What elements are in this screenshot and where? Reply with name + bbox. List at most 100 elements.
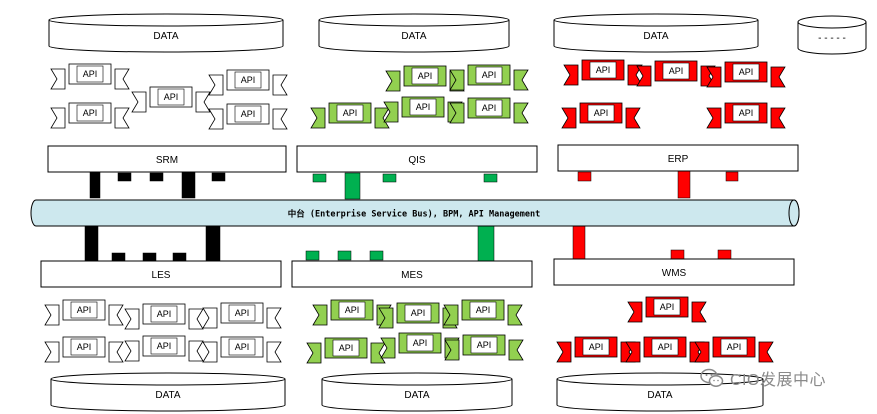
connector-les-2 xyxy=(111,252,126,262)
connector-erp-1 xyxy=(577,171,592,182)
api-label: API xyxy=(235,308,250,318)
db-srm-label: DATA xyxy=(153,31,179,42)
api-qis-4: API xyxy=(383,96,463,123)
system-qis-label: QIS xyxy=(408,155,426,166)
api-erp-4: API xyxy=(561,102,641,129)
db-les-label: DATA xyxy=(155,390,181,401)
api-label: API xyxy=(416,102,431,112)
api-label: API xyxy=(596,65,611,75)
api-mes-3: API xyxy=(443,299,523,326)
db-mes-label: DATA xyxy=(404,390,430,401)
api-label: API xyxy=(669,66,684,76)
system-layer: SRM QIS ERP LES MES WMS xyxy=(40,144,799,288)
api-label: API xyxy=(476,305,491,315)
connector-wms-3 xyxy=(717,249,732,260)
bus-layer: 中台 (Enterprise Service Bus), BPM, API Ma… xyxy=(30,199,800,227)
api-les-5: API xyxy=(202,302,282,329)
api-label: API xyxy=(589,342,604,352)
system-les[interactable]: LES xyxy=(40,260,282,288)
connector-layer xyxy=(84,170,739,263)
system-qis[interactable]: QIS xyxy=(296,145,538,173)
system-erp-label: ERP xyxy=(668,154,689,165)
api-label: API xyxy=(157,341,172,351)
system-mes-label: MES xyxy=(401,270,423,281)
db-mes: DATA xyxy=(321,372,513,412)
enterprise-service-bus: 中台 (Enterprise Service Bus), BPM, API Ma… xyxy=(30,199,800,227)
connector-qis-4 xyxy=(483,173,498,183)
system-mes[interactable]: MES xyxy=(291,260,533,288)
connector-mes-3 xyxy=(369,250,384,261)
api-erp-3: API xyxy=(706,61,786,88)
api-label: API xyxy=(482,103,497,113)
connector-qis-1 xyxy=(312,173,327,183)
watermark-text: CIO发展中心 xyxy=(730,372,826,389)
connector-les-1 xyxy=(84,224,99,262)
api-erp-1: API xyxy=(563,59,643,86)
connector-mes-1 xyxy=(305,250,320,261)
system-srm[interactable]: SRM xyxy=(47,145,287,173)
api-label: API xyxy=(660,302,675,312)
api-les-2: API xyxy=(44,336,124,363)
connector-les-5 xyxy=(205,224,221,262)
api-label: API xyxy=(418,71,433,81)
api-layer: API API API API API API API API API API API API API A… xyxy=(44,59,786,364)
api-mes-2: API xyxy=(378,302,458,329)
connector-les-4 xyxy=(172,252,187,262)
api-les-4: API xyxy=(124,335,204,362)
api-label: API xyxy=(77,342,92,352)
db-placeholder: - - - - - xyxy=(797,15,867,55)
connector-srm-1 xyxy=(89,171,101,199)
system-wms-label: WMS xyxy=(662,268,687,279)
connector-wms-1 xyxy=(572,224,586,260)
db-erp: DATA xyxy=(553,13,759,53)
api-label: API xyxy=(477,340,492,350)
db-qis: DATA xyxy=(318,13,510,53)
api-label: API xyxy=(594,108,609,118)
connector-srm-2 xyxy=(117,172,132,182)
api-srm-1: API xyxy=(50,63,130,90)
connector-srm-3 xyxy=(149,172,164,182)
connector-les-3 xyxy=(142,252,157,262)
api-qis-1: API xyxy=(310,102,390,129)
api-label: API xyxy=(727,342,742,352)
system-wms[interactable]: WMS xyxy=(553,258,795,286)
api-label: API xyxy=(343,108,358,118)
connector-wms-2 xyxy=(670,249,685,260)
api-label: API xyxy=(77,305,92,315)
bus-label: 中台 (Enterprise Service Bus), BPM, API Ma… xyxy=(288,209,540,220)
api-qis-3: API xyxy=(449,64,529,91)
database-layer: DATA DATA DATA - - - - - DATA DATA DATA xyxy=(48,13,867,412)
api-label: API xyxy=(482,70,497,80)
api-qis-5: API xyxy=(449,97,529,124)
api-wms-4: API xyxy=(694,336,774,363)
api-les-6: API xyxy=(202,336,282,363)
api-label: API xyxy=(739,108,754,118)
db-wms-label: DATA xyxy=(647,390,673,401)
api-srm-2: API xyxy=(50,102,130,129)
api-label: API xyxy=(157,309,172,319)
db-erp-label: DATA xyxy=(643,31,669,42)
connector-erp-3 xyxy=(725,171,739,182)
system-erp[interactable]: ERP xyxy=(557,144,799,172)
api-label: API xyxy=(339,343,354,353)
api-label: API xyxy=(241,109,256,119)
db-les: DATA xyxy=(50,372,286,412)
connector-srm-4 xyxy=(181,171,196,199)
api-label: API xyxy=(345,305,360,315)
db-placeholder-label: - - - - - xyxy=(818,33,846,44)
watermark: CIO发展中心 xyxy=(700,366,860,390)
api-wms-3: API xyxy=(625,336,705,363)
api-erp-5: API xyxy=(706,102,786,129)
connector-erp-2 xyxy=(677,170,691,199)
connector-mes-4 xyxy=(477,223,495,263)
wechat-icon xyxy=(700,368,724,387)
api-srm-4: API xyxy=(208,69,288,96)
db-srm: DATA xyxy=(48,13,284,53)
db-qis-label: DATA xyxy=(401,31,427,42)
api-les-1: API xyxy=(44,299,124,326)
api-mes-5: API xyxy=(380,332,460,359)
connector-mes-2 xyxy=(337,250,352,261)
api-srm-3: API xyxy=(131,86,211,113)
api-label: API xyxy=(83,108,98,118)
